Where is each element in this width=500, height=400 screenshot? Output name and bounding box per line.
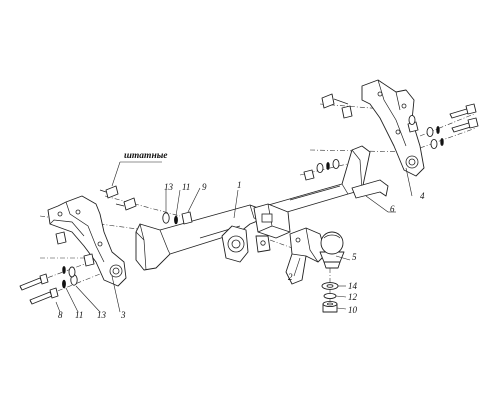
socket-bracket bbox=[351, 179, 389, 199]
callout-11-top: 11 bbox=[182, 182, 190, 192]
callout-14: 14 bbox=[348, 281, 358, 291]
callout-3: 3 bbox=[120, 310, 126, 320]
callout-5: 5 bbox=[352, 252, 357, 262]
callout-4: 4 bbox=[420, 191, 425, 201]
callout-6: 6 bbox=[390, 204, 395, 214]
standard-bolts-note: штатные bbox=[124, 151, 168, 161]
callout-11-left: 11 bbox=[75, 310, 83, 320]
callout-10: 10 bbox=[348, 305, 358, 315]
right-side-bracket bbox=[361, 79, 425, 177]
callout-8: 8 bbox=[58, 310, 63, 320]
callout-9: 9 bbox=[202, 182, 207, 192]
callout-13-left: 13 bbox=[97, 310, 107, 320]
callout-13-top: 13 bbox=[164, 182, 174, 192]
tow-ball bbox=[319, 231, 345, 269]
left-side-bracket bbox=[47, 195, 127, 287]
callout-labels: 1 2 3 4 5 6 8 9 10 11 11 12 13 13 14 шта… bbox=[58, 151, 425, 320]
bolts bbox=[19, 93, 479, 305]
callout-1: 1 bbox=[237, 180, 242, 190]
callout-12: 12 bbox=[348, 292, 358, 302]
receiver-tube bbox=[253, 203, 291, 253]
ball-hardware bbox=[321, 282, 339, 313]
socket-plate bbox=[221, 225, 249, 263]
leader-lines bbox=[55, 161, 413, 313]
washers-and-nuts bbox=[62, 114, 444, 289]
callout-2: 2 bbox=[288, 272, 293, 282]
